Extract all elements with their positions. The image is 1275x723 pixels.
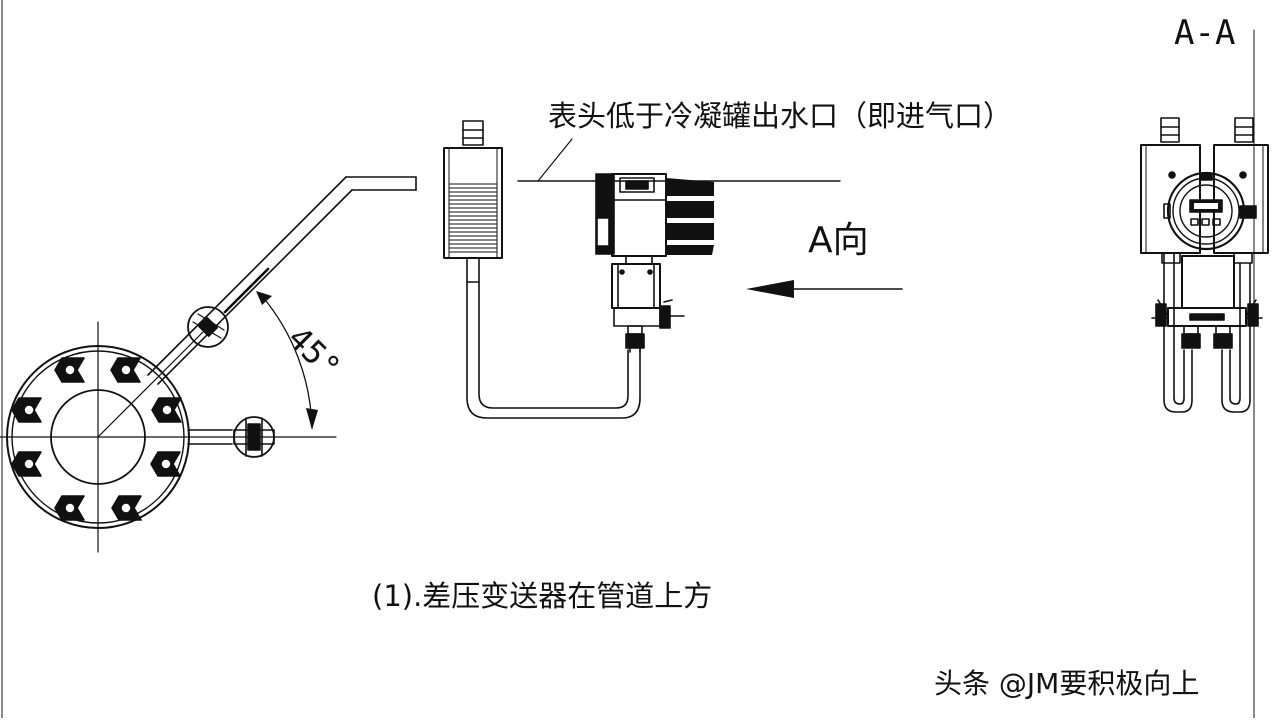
flange-outer-ring	[6, 345, 190, 529]
view-direction-arrow	[746, 280, 903, 298]
pot-body	[443, 147, 503, 259]
transmitter-fins	[666, 178, 714, 255]
transmitter-flange	[613, 307, 661, 327]
front-connectors	[1181, 325, 1233, 349]
transmitter-front-head	[1163, 171, 1257, 251]
transmitter-connector	[625, 325, 645, 353]
front-view-assembly	[1140, 117, 1269, 413]
pipe-flange	[0, 321, 337, 553]
angle-label: 45°	[280, 319, 348, 387]
pot-top-fitting	[462, 120, 484, 146]
diagonal-pipe-lower	[157, 189, 353, 385]
bolt-5	[111, 495, 142, 521]
u-tube-line	[466, 281, 641, 419]
pot-outlet	[466, 257, 480, 283]
impulse-line-45	[97, 176, 417, 438]
diagonal-centerline	[97, 328, 207, 438]
caption: (1).差压变送器在管道上方	[372, 579, 712, 613]
pipe-bore	[50, 389, 146, 485]
transmitter-sensor-body	[611, 263, 661, 309]
transmitter-side-view	[595, 173, 714, 353]
bolt-4	[150, 451, 181, 477]
angle-extension-line	[223, 267, 270, 314]
angle-arrow-bottom	[306, 408, 318, 430]
bolt-3	[151, 397, 182, 423]
watermark: 头条 @JM要积极向上	[934, 667, 1199, 700]
flange-bolts	[11, 357, 182, 521]
bolt-7	[11, 451, 42, 477]
section-label: A-A	[1174, 13, 1235, 53]
diagonal-pipe-upper	[147, 176, 347, 376]
bolt-8	[11, 397, 42, 423]
left-condensate-pot	[1140, 117, 1201, 264]
horizontal-tap-valve	[233, 416, 275, 458]
leader-note: 表头低于冷凝罐出水口（即进气口）	[548, 99, 1012, 133]
angle-arrow-top	[256, 291, 272, 305]
front-u-tubes	[1163, 252, 1251, 413]
bolt-6	[54, 495, 85, 521]
flange-inner-ring	[11, 350, 185, 524]
drain-screw	[659, 305, 671, 329]
arrow-head	[746, 280, 794, 298]
diagonal-valve	[187, 306, 229, 348]
bolt-2	[110, 357, 141, 383]
view-direction-label: A向	[808, 220, 869, 261]
side-cable-entry	[1239, 205, 1257, 219]
transmitter-display-window	[619, 177, 655, 193]
angle-dimension	[256, 291, 318, 430]
manifold-body	[1151, 255, 1263, 327]
condensate-pot	[443, 120, 503, 283]
leader-line	[537, 138, 573, 182]
pot-hatching	[448, 183, 498, 253]
bolt-1	[54, 357, 85, 383]
